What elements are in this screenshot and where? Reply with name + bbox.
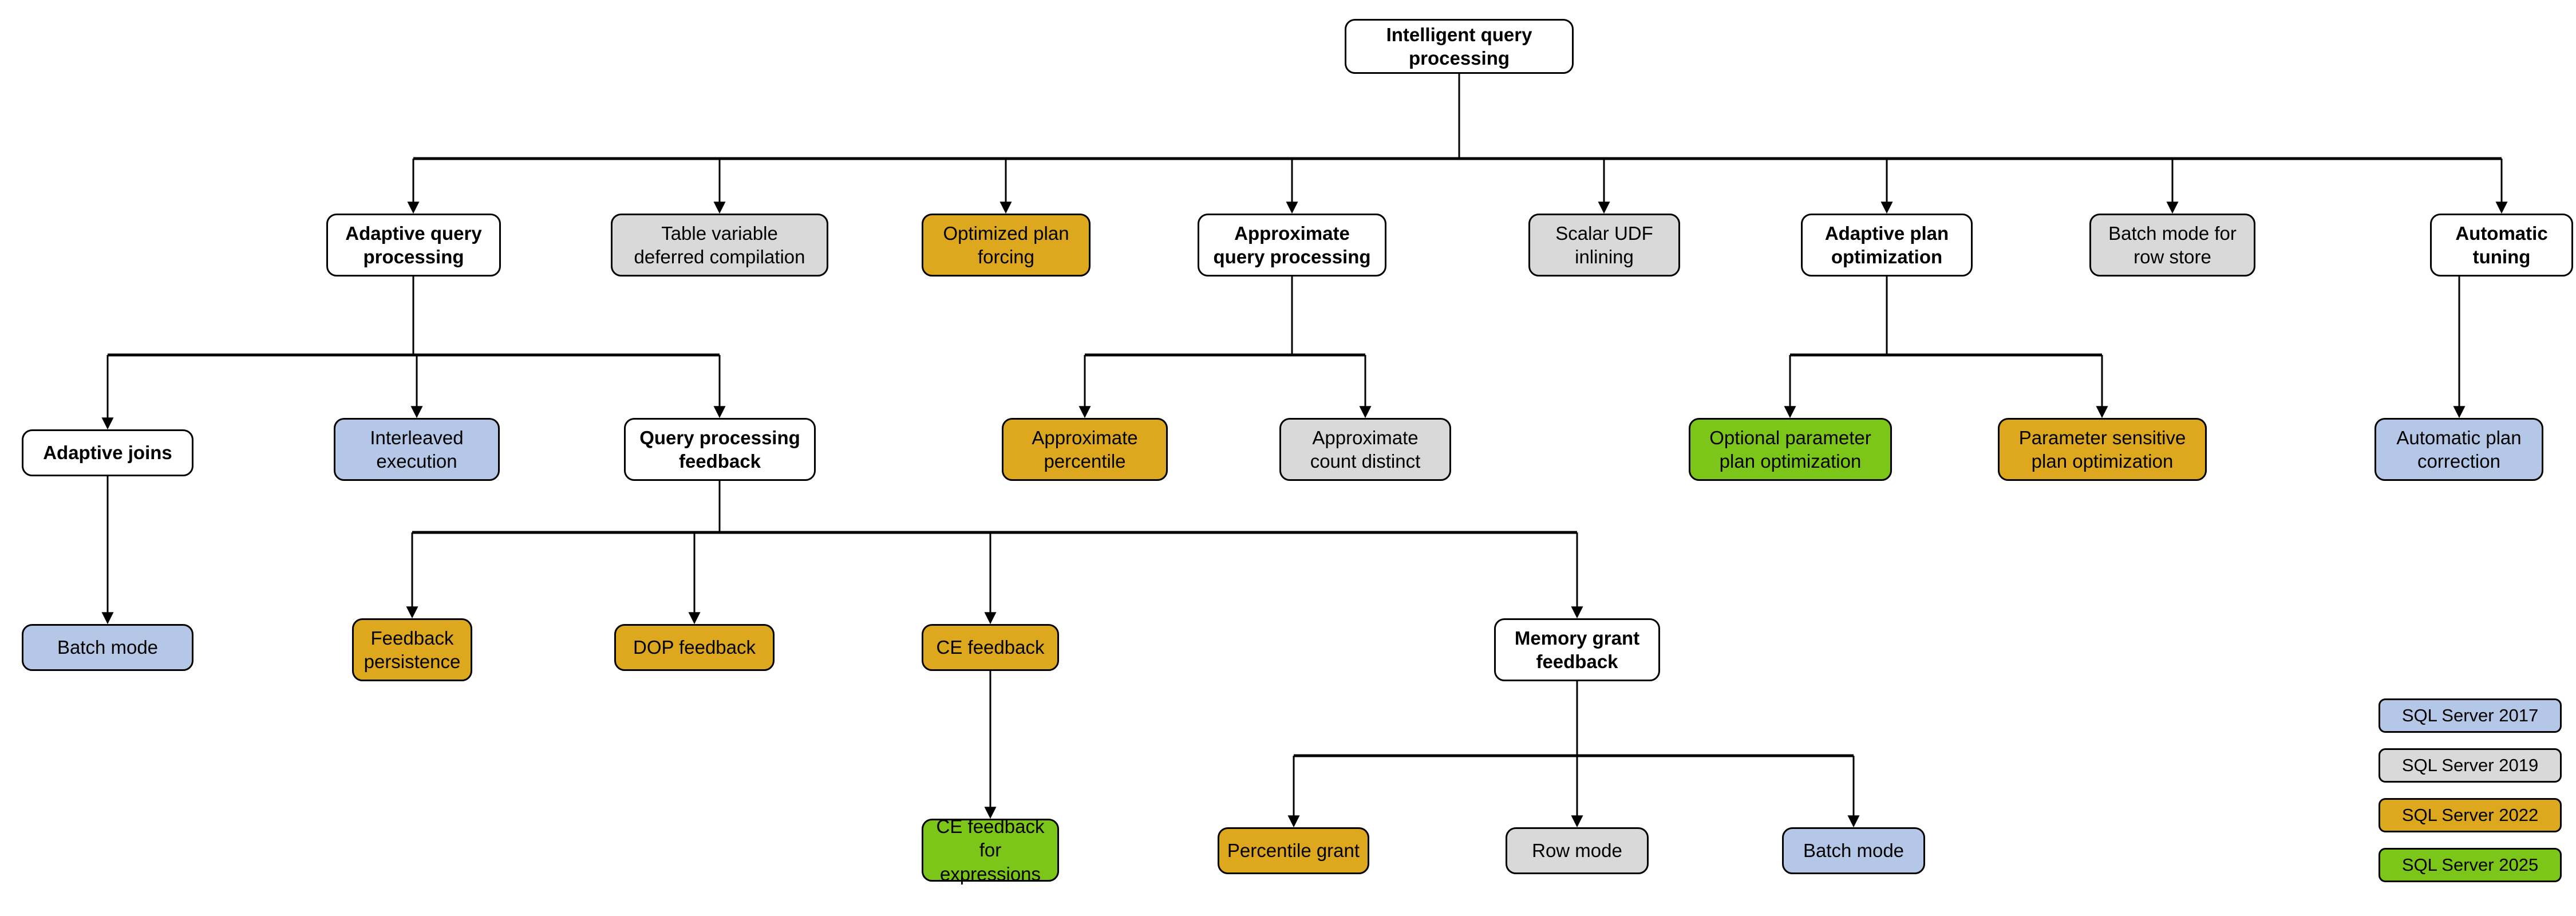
node-ce-feedback[interactable]: CE feedback: [922, 624, 1059, 671]
legend-sql-server-2025: SQL Server 2025: [2379, 848, 2562, 882]
node-batch-mode-memory-grant[interactable]: Batch mode: [1782, 827, 1925, 874]
node-approximate-percentile[interactable]: Approximate percentile: [1002, 418, 1168, 481]
node-batch-mode-adaptive-joins[interactable]: Batch mode: [22, 624, 193, 671]
node-adaptive-query-processing[interactable]: Adaptive query processing: [326, 214, 501, 277]
node-percentile-grant[interactable]: Percentile grant: [1218, 827, 1369, 874]
node-optimized-plan-forcing[interactable]: Optimized plan forcing: [922, 214, 1091, 277]
legend-sql-server-2017: SQL Server 2017: [2379, 698, 2562, 733]
legend-sql-server-2019: SQL Server 2019: [2379, 748, 2562, 783]
node-adaptive-joins[interactable]: Adaptive joins: [22, 429, 193, 476]
node-scalar-udf-inlining[interactable]: Scalar UDF inlining: [1528, 214, 1680, 277]
node-query-processing-feedback[interactable]: Query processing feedback: [624, 418, 816, 481]
node-automatic-plan-correction[interactable]: Automatic plan correction: [2374, 418, 2543, 481]
node-feedback-persistence[interactable]: Feedback persistence: [352, 618, 472, 681]
node-approximate-count-distinct[interactable]: Approximate count distinct: [1279, 418, 1451, 481]
node-optional-parameter-plan-optimization[interactable]: Optional parameter plan optimization: [1689, 418, 1892, 481]
node-interleaved-execution[interactable]: Interleaved execution: [334, 418, 500, 481]
node-adaptive-plan-optimization[interactable]: Adaptive plan optimization: [1801, 214, 1973, 277]
node-row-mode[interactable]: Row mode: [1506, 827, 1649, 874]
node-automatic-tuning[interactable]: Automatic tuning: [2430, 214, 2573, 277]
node-batch-mode-for-row-store[interactable]: Batch mode for row store: [2089, 214, 2255, 277]
node-root[interactable]: Intelligent query processing: [1345, 19, 1574, 74]
node-ce-feedback-for-expressions[interactable]: CE feedback for expressions: [922, 816, 1059, 885]
node-parameter-sensitive-plan-optimization[interactable]: Parameter sensitive plan optimization: [1998, 418, 2207, 481]
node-memory-grant-feedback[interactable]: Memory grant feedback: [1494, 618, 1660, 681]
node-dop-feedback[interactable]: DOP feedback: [614, 624, 775, 671]
legend-sql-server-2022: SQL Server 2022: [2379, 798, 2562, 832]
node-approximate-query-processing[interactable]: Approximate query processing: [1198, 214, 1386, 277]
node-table-variable-deferred-compilation[interactable]: Table variable deferred compilation: [611, 214, 828, 277]
